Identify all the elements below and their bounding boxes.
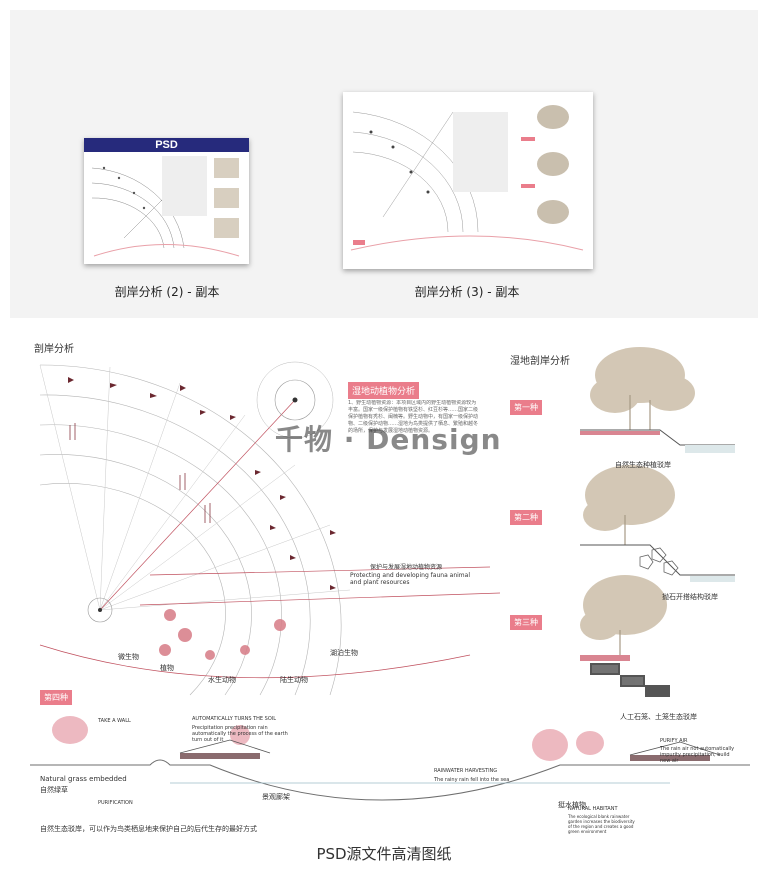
grass-label-cn: 自然绿草 [40, 786, 68, 794]
bank-illustrations [580, 347, 735, 697]
psd-header-bar [84, 138, 249, 152]
water-plant-label: 挺水植物 [558, 801, 586, 809]
legend-take-walk: TAKE A WALL [98, 718, 131, 724]
file-name-1[interactable]: 剖岸分析 (2) - 副本 [114, 285, 220, 299]
section-profile [30, 716, 750, 801]
protect-cn-label: 保护与发展湿地动植物资源 [370, 564, 443, 571]
bank-caption-2: 抛石开搭结构驳岸 [662, 593, 718, 601]
legend-purification: PURIFICATION [98, 800, 133, 806]
type-1-tag: 第一种 [510, 400, 542, 415]
file-thumbnail-1[interactable]: PSD [84, 138, 249, 264]
right-title: 湿地剖岸分析 [510, 356, 570, 367]
file-thumbnail-2[interactable] [343, 92, 593, 269]
bottom-note: 自然生态驳岸，可以作为鸟类栖息地来保护自己的后代生存的最好方式 [40, 825, 257, 833]
analysis-sheet: 剖岸分析 [30, 330, 750, 835]
sheet-title: 剖岸分析 [34, 344, 74, 355]
protect-en-label: Protecting and developing fauna animal a… [350, 572, 470, 586]
bank-caption-3: 人工石笼、土笼生态驳岸 [620, 713, 697, 721]
type-3-tag: 第三种 [510, 615, 542, 630]
analysis-text: 1、野生动植物资源：本项目区域内的野生动植物资源较为丰富。国家一级保护植物有铁坚… [348, 400, 478, 434]
legend-turn-soil: AUTOMATICALLY TURNS THE SOIL [192, 716, 277, 722]
analysis-title: 湿地动植物分析 [348, 382, 420, 399]
legend-purify-desc: The rain air not automatically impurity … [660, 746, 735, 764]
fan-label-microbes: 微生物 [118, 653, 139, 661]
fan-label-aquatic: 水生动物 [208, 676, 236, 684]
file-browser-panel: PSD 剖岸分析 (2) - 副本 [10, 10, 758, 318]
legend-rain-desc: The rainy rain fell into the sea [434, 777, 510, 783]
type-4-tag: 第四种 [40, 690, 72, 705]
legend-purify-air: PURIFY AIR [660, 738, 688, 744]
view-label-a: 景观廊架 [262, 793, 290, 801]
fan-label-terrestrial: 陆生动物 [280, 676, 308, 684]
fan-diagram [39, 361, 501, 696]
psd-badge: PSD [155, 139, 178, 151]
thumbnail-preview-2 [350, 105, 584, 251]
thumbnail-preview-1 [91, 156, 240, 257]
page-caption: PSD源文件高清图纸 [316, 845, 452, 863]
fan-label-plants: 植物 [160, 664, 174, 672]
legend-turn-soil-desc: Precipitation precipitation rain automat… [192, 725, 288, 743]
legend-natural-desc: The ecological blank rainwater garden in… [568, 814, 635, 834]
type-2-tag: 第二种 [510, 510, 542, 525]
watermark: 千物 · Densign [275, 423, 502, 456]
file-name-2[interactable]: 剖岸分析 (3) - 副本 [414, 285, 520, 299]
legend-natural: NATURAL HABITANT [568, 806, 618, 812]
bank-caption-1: 自然生态种植驳岸 [615, 461, 671, 469]
grass-label-en: Natural grass embedded [40, 775, 127, 783]
legend-rain-harvest: RAINWATER HARVESTING [434, 768, 498, 774]
fan-label-lake: 湖泊生物 [330, 649, 358, 657]
